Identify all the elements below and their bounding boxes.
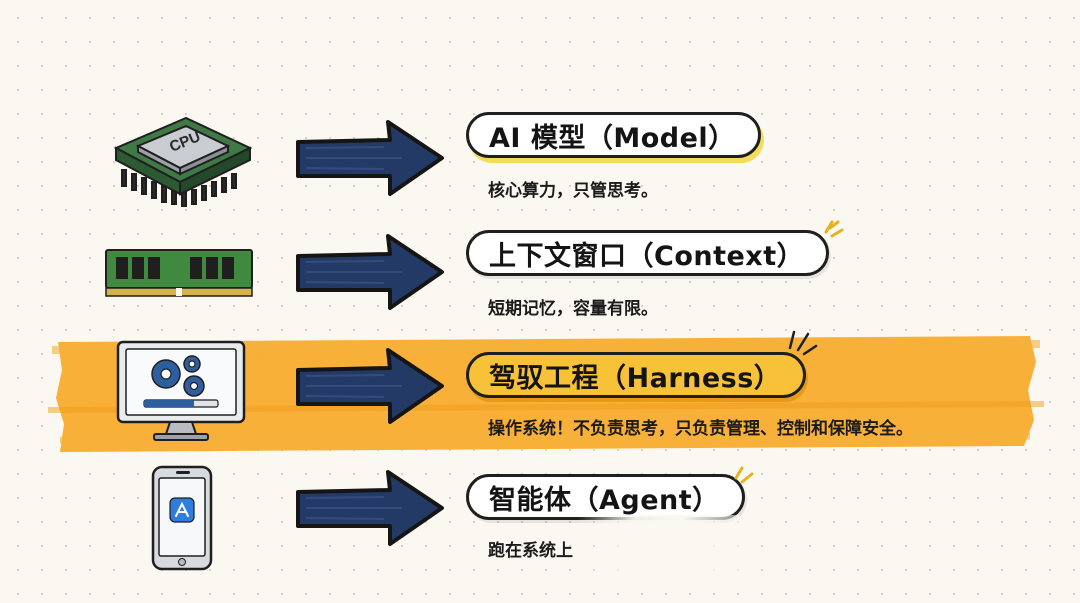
agent-desc: 跑在系统上 (488, 536, 573, 561)
fade-overlay (578, 515, 768, 581)
agent-title-pill: 智能体（Agent） (466, 474, 745, 520)
arrow-right-icon (292, 118, 450, 198)
arrow-right-icon (292, 232, 450, 312)
harness-title-pill: 驾驭工程（Harness） (466, 352, 806, 398)
arrow-right-icon (292, 468, 450, 548)
monitor-settings-icon (114, 338, 248, 444)
context-title-pill: 上下文窗口（Context） (466, 230, 829, 276)
harness-desc: 操作系统！不负责思考，只负责管理、控制和保障安全。 (488, 414, 913, 439)
ram-module-icon (102, 244, 256, 300)
model-title: AI 模型（Model） (489, 116, 736, 155)
arrow-right-icon (292, 346, 450, 426)
model-title-pill: AI 模型（Model） (466, 112, 761, 158)
sparkle-icon (820, 218, 846, 244)
sparkle-icon (732, 462, 756, 486)
agent-title: 智能体（Agent） (489, 478, 720, 517)
context-title: 上下文窗口（Context） (489, 234, 804, 273)
sparkle-icon (786, 326, 820, 356)
context-desc: 短期记忆，容量有限。 (488, 294, 658, 319)
model-desc: 核心算力，只管思考。 (488, 176, 658, 201)
harness-title: 驾驭工程（Harness） (489, 356, 781, 395)
smartphone-app-icon (150, 464, 216, 574)
cpu-chip-icon: CPU (108, 108, 256, 212)
